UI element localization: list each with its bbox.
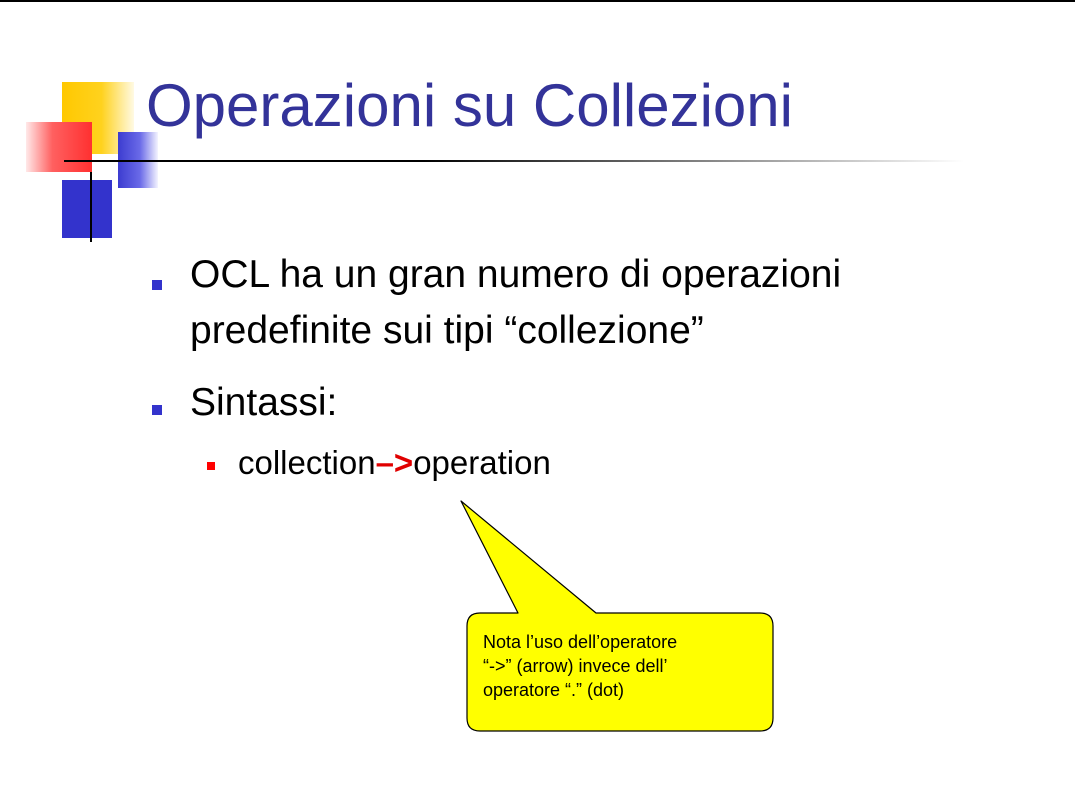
callout-line: operatore “.” (dot) xyxy=(483,680,625,700)
red-square xyxy=(26,122,92,172)
bullet-marker xyxy=(152,280,162,290)
syntax-arrow-operator: –> xyxy=(375,444,414,481)
bullet-1-line-2: predefinite sui tipi “collezione” xyxy=(190,309,704,352)
vertical-rule xyxy=(90,172,92,242)
sub-bullet-marker xyxy=(207,462,215,470)
callout-line: “->” (arrow) invece dell’ xyxy=(483,656,668,676)
title-underline xyxy=(64,160,964,162)
syntax-operation: operation xyxy=(413,444,551,481)
bullet-2-text: Sintassi: xyxy=(190,381,338,424)
callout-line: Nota l’uso dell’operatore xyxy=(483,632,678,652)
blue-square-large xyxy=(62,180,112,238)
bullet-marker xyxy=(152,405,162,415)
slide-logo-decoration xyxy=(0,0,170,250)
callout-text: Nota l’uso dell’operatore “->” (arrow) i… xyxy=(483,630,763,702)
bullet-1-line-1: OCL ha un gran numero di operazioni xyxy=(190,253,842,296)
syntax-line: collection–>operation xyxy=(238,443,551,483)
slide-title: Operazioni su Collezioni xyxy=(146,72,793,139)
top-border xyxy=(0,0,1075,2)
syntax-collection: collection xyxy=(238,444,376,481)
